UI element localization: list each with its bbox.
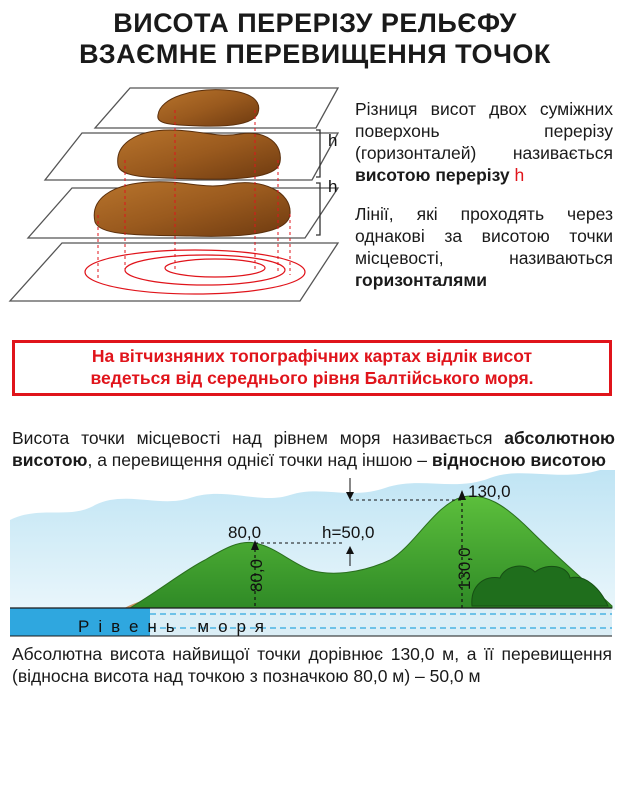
- definition-contour-lines: Лінії, які проходять через однакові за в…: [355, 203, 613, 291]
- explanation-line-1: Висота точки місцевості над рівнем моря …: [12, 428, 493, 448]
- sea-level-dashes: [150, 613, 612, 629]
- conclusion-paragraph: Абсолютна висота найвищої точки дорівнює…: [12, 644, 612, 686]
- peak-high-vertical-label: 130,0: [455, 547, 474, 590]
- height-difference-label: h=50,0: [322, 523, 374, 542]
- explanation-paragraph: Висота точки місцевості над рівнем моря …: [12, 427, 615, 471]
- explanation-middle: , а перевищення однієї точки над ін­шою …: [87, 450, 432, 470]
- relief-layer-2: [117, 129, 281, 180]
- note-text: На вітчизняних топографічних картах відл…: [12, 345, 612, 389]
- sea-ground: [150, 608, 612, 636]
- symbol-h: h: [509, 165, 525, 185]
- h-label-bottom: h: [328, 177, 337, 196]
- definition-contour-lines-text: Лінії, які проходять через однакові за в…: [355, 204, 613, 268]
- h-label-top: h: [328, 131, 337, 150]
- definition-section-height-text: Різниця висот двох су­міжних поверхонь п…: [355, 99, 613, 163]
- definition-section-height: Різниця висот двох су­міжних поверхонь п…: [355, 98, 613, 186]
- note-line-1: На вітчизняних топографічних картах відл…: [91, 346, 533, 366]
- terrain-profile: Рівень моря 130,0 130,0 80,0 80,0 h=50,0: [10, 470, 615, 637]
- sea: [10, 608, 160, 636]
- title-line-1: ВИСОТА ПЕРЕРІЗУ РЕЛЬЄФУ: [113, 8, 517, 38]
- sea-level-label: Рівень моря: [78, 617, 273, 636]
- height-brackets: [316, 129, 321, 236]
- note-frame: [12, 340, 612, 396]
- peak-low-vertical-label: 80,0: [247, 559, 266, 592]
- title-line-2: ВЗАЄМНЕ ПЕРЕВИЩЕННЯ ТОЧОК: [79, 39, 551, 69]
- relief-layer-3: [93, 181, 291, 237]
- projection-lines: [97, 110, 291, 280]
- contour-diagram: h h: [8, 87, 340, 302]
- peak-low-label: 80,0: [228, 523, 261, 542]
- base-plane: [8, 242, 340, 302]
- note-line-2: ведеться від середнього рівня Балтійсько…: [90, 368, 534, 388]
- term-section-height: висотою перерізу: [355, 165, 510, 185]
- term-contour-lines: горизонталями: [355, 270, 488, 290]
- relief-layer-1: [157, 89, 260, 127]
- forest: [471, 565, 609, 607]
- term-relative-height: відносною висотою: [431, 450, 606, 470]
- peak-high-label: 130,0: [468, 482, 511, 501]
- term-absolute-height: абсолютною висотою: [12, 428, 615, 470]
